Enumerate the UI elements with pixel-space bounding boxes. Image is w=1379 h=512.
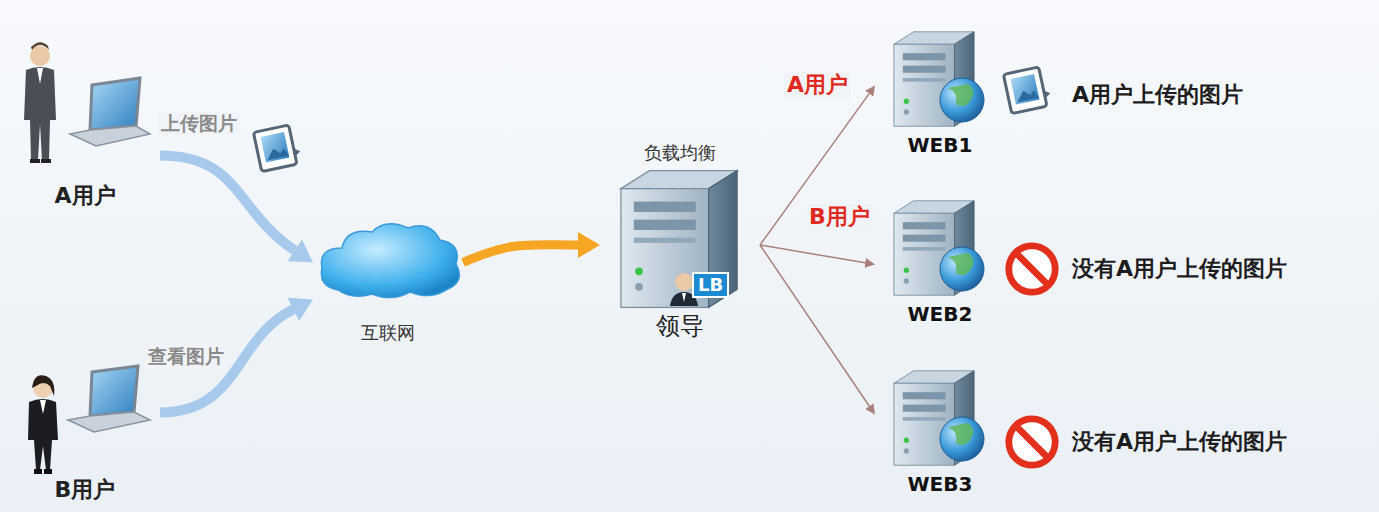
- picture-icon: [253, 124, 302, 172]
- edge-label: 上传图片: [158, 112, 240, 135]
- connector-arrow: [463, 245, 578, 263]
- server-note: 没有A用户上传的图片: [1072, 429, 1287, 455]
- web-server-node: WEB1: [875, 28, 1005, 163]
- connector-arrow: [160, 156, 295, 251]
- cloud-node: 互联网: [313, 222, 463, 347]
- load-balancer-node: 负载均衡领导 LB: [600, 140, 760, 350]
- user-node: A用户: [10, 40, 160, 215]
- node-label: A用户: [10, 183, 160, 209]
- web-server-node: WEB2: [875, 197, 1005, 332]
- web-server-node: WEB3: [875, 367, 1005, 502]
- user-a-figure: [24, 42, 150, 163]
- edge-label: 查看图片: [145, 345, 227, 368]
- badge-label: LB: [692, 272, 729, 298]
- node-label: 互联网: [313, 322, 463, 344]
- node-label: WEB1: [875, 133, 1005, 157]
- no-sign: [1009, 246, 1055, 292]
- node-label: WEB2: [875, 302, 1005, 326]
- internet-cloud: [321, 224, 459, 298]
- connector-arrow: [760, 245, 869, 406]
- server-note: 没有A用户上传的图片: [1072, 256, 1287, 282]
- user-node: B用户: [10, 355, 160, 510]
- user-b-figure: [28, 366, 150, 474]
- picture-icon: [1003, 66, 1052, 114]
- web-servers: [894, 32, 984, 465]
- edge-label: B用户: [806, 204, 873, 230]
- edge-label: A用户: [784, 72, 851, 98]
- no-sign: [1009, 419, 1055, 465]
- connector-arrow: [760, 245, 865, 263]
- node-label: 负载均衡: [600, 142, 760, 164]
- node-label: B用户: [10, 477, 160, 503]
- node-label: WEB3: [875, 472, 1005, 496]
- server-note: A用户上传的图片: [1072, 82, 1243, 108]
- node-label: 领导: [600, 312, 760, 341]
- lb-server: [621, 171, 737, 308]
